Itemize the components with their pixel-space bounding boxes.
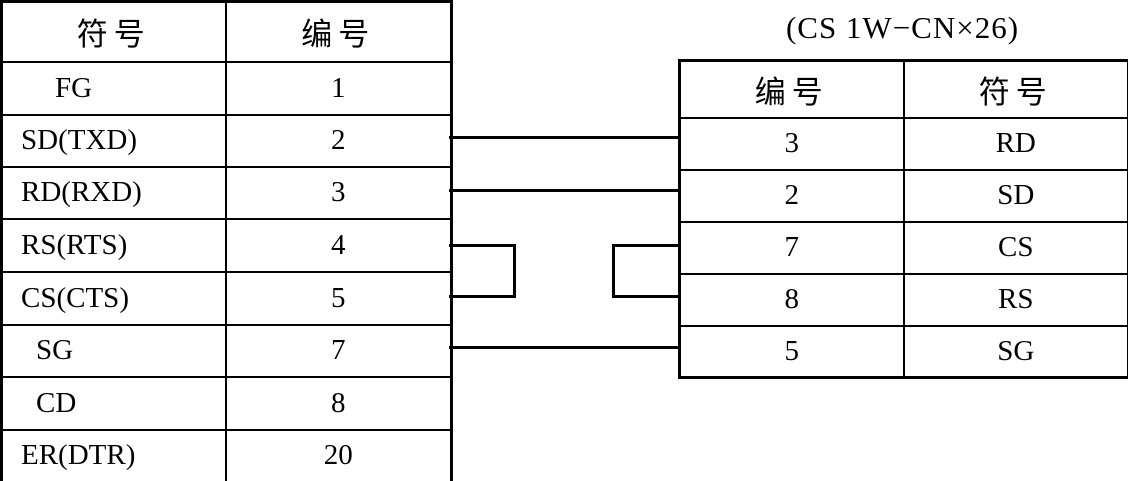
right-jumper-rs8-stub [612, 295, 678, 298]
symbol-cell: CD [0, 375, 227, 431]
table-row: SG 7 [0, 323, 453, 378]
number-cell: 7 [678, 220, 905, 275]
number-cell: 2 [678, 168, 905, 223]
right-table-header-row: 编号 符号 [678, 59, 1128, 119]
symbol-cell: SG [0, 323, 227, 378]
table-row: 7 CS [678, 220, 1128, 275]
left-header-number: 编号 [224, 0, 453, 63]
symbol-cell: RS [902, 272, 1128, 327]
symbol-cell: SD [902, 168, 1128, 223]
symbol-cell: ER(DTR) [0, 428, 227, 481]
left-jumper-vertical [513, 244, 516, 298]
number-cell: 1 [224, 60, 453, 116]
table-row: RD(RXD) 3 [0, 165, 453, 220]
number-cell: 3 [224, 165, 453, 220]
right-header-number: 编号 [678, 59, 905, 119]
table-row: 2 SD [678, 168, 1128, 223]
symbol-cell: CS [902, 220, 1128, 275]
wire-sg7-to-sg5 [449, 346, 678, 349]
table-row: RS(RTS) 4 [0, 217, 453, 273]
right-jumper-cs7-stub [612, 244, 678, 247]
number-cell: 5 [678, 324, 905, 379]
symbol-cell: RS(RTS) [0, 217, 227, 273]
number-cell: 8 [224, 375, 453, 431]
left-pin-table: 符号 编号 FG 1 SD(TXD) 2 RD(RXD) 3 RS(RTS) 4… [0, 0, 453, 481]
left-jumper-rs4-stub [449, 244, 516, 247]
table-row: CD 8 [0, 375, 453, 431]
table-row: FG 1 [0, 60, 453, 116]
number-cell: 8 [678, 272, 905, 327]
table-row: 8 RS [678, 272, 1128, 327]
connector-model-label: (CS 1W−CN×26) [785, 10, 1020, 45]
table-row: ER(DTR) 20 [0, 428, 453, 481]
right-pin-table: 编号 符号 3 RD 2 SD 7 CS 8 RS 5 SG [678, 59, 1128, 379]
right-jumper-vertical [612, 244, 615, 298]
number-cell: 4 [224, 217, 453, 273]
left-jumper-cs5-stub [449, 295, 516, 298]
table-row: SD(TXD) 2 [0, 113, 453, 168]
symbol-cell: FG [0, 60, 227, 116]
number-cell: 5 [224, 270, 453, 326]
number-cell: 3 [678, 116, 905, 171]
symbol-cell: RD [902, 116, 1128, 171]
symbol-cell: SG [902, 324, 1128, 379]
number-cell: 2 [224, 113, 453, 168]
left-table-header-row: 符号 编号 [0, 0, 453, 63]
number-cell: 20 [224, 428, 453, 481]
table-row: 5 SG [678, 324, 1128, 379]
wire-rd3-to-sd2 [449, 189, 678, 192]
left-header-symbol: 符号 [0, 0, 227, 63]
symbol-cell: RD(RXD) [0, 165, 227, 220]
symbol-cell: CS(CTS) [0, 270, 227, 326]
number-cell: 7 [224, 323, 453, 378]
symbol-cell: SD(TXD) [0, 113, 227, 168]
table-row: 3 RD [678, 116, 1128, 171]
wire-sd2-to-rd3 [449, 136, 678, 139]
right-header-symbol: 符号 [902, 59, 1128, 119]
table-row: CS(CTS) 5 [0, 270, 453, 326]
